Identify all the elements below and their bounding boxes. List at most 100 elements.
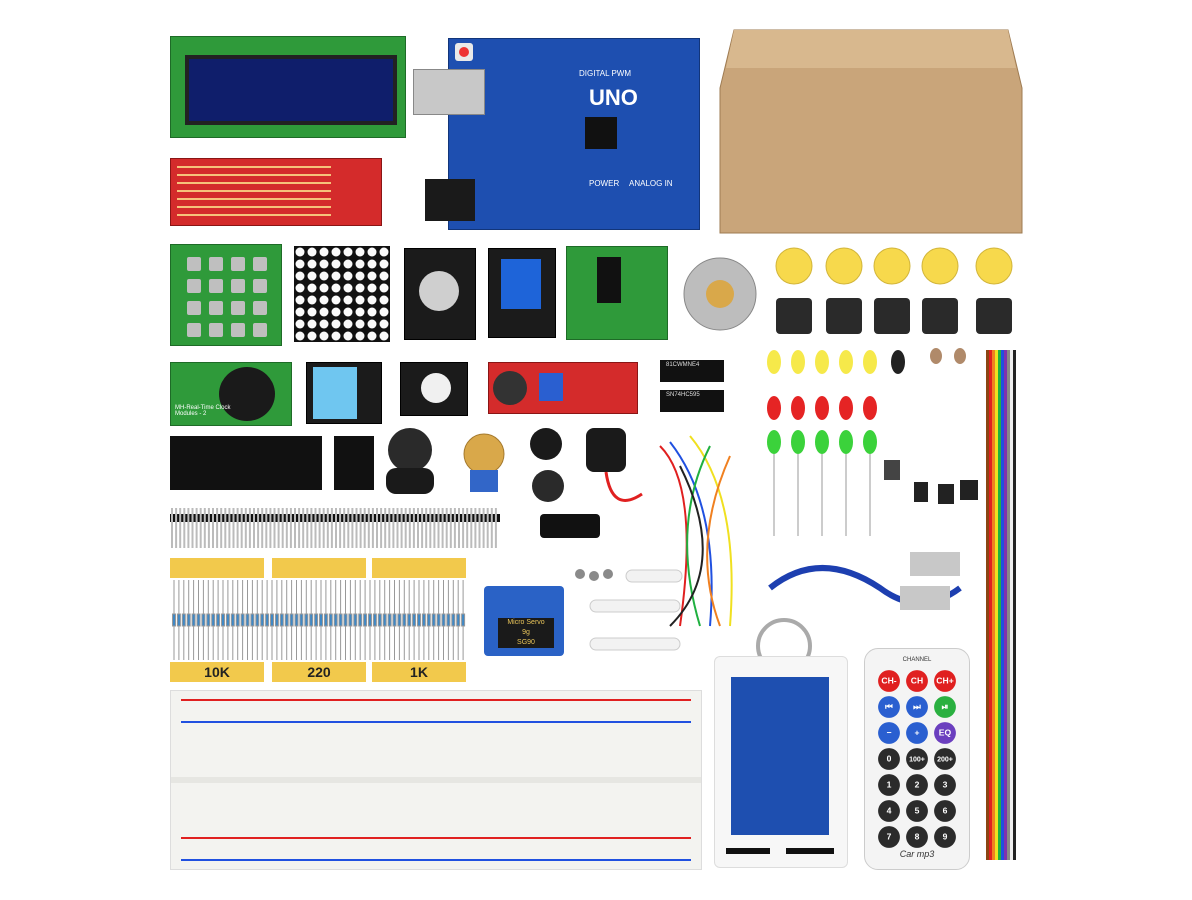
keypad-buttons bbox=[187, 257, 267, 337]
jumper-wire-ribbon bbox=[986, 350, 1020, 860]
joystick-module bbox=[404, 248, 476, 340]
resistor-strip-top-2 bbox=[272, 558, 366, 578]
remote-brand: Car mp3 bbox=[899, 849, 935, 859]
key-vol-minus[interactable]: − bbox=[878, 722, 900, 744]
water-sensor-traces bbox=[177, 166, 331, 216]
membrane-keypad bbox=[170, 244, 282, 346]
rfid-reader-pcb bbox=[731, 677, 829, 835]
key-eq[interactable]: EQ bbox=[934, 722, 956, 744]
resistor-bodies bbox=[172, 580, 466, 660]
rgb-led bbox=[421, 373, 451, 403]
key-ch[interactable]: CH bbox=[906, 670, 928, 692]
relay-block bbox=[501, 259, 541, 309]
driver-chip bbox=[597, 257, 621, 303]
key-200-plus[interactable]: 200+ bbox=[934, 748, 956, 770]
key-play-pause[interactable]: ⏯ bbox=[934, 696, 956, 718]
arduino-uno-board: UNO DIGITAL PWM POWER ANALOG IN bbox=[413, 38, 700, 230]
relay-module bbox=[488, 248, 556, 338]
servo-accessories bbox=[575, 569, 683, 651]
rfid-pin-headers bbox=[726, 848, 834, 854]
breadboard-rail-blue-bottom bbox=[181, 859, 691, 861]
micro-servo: Micro Servo 9g SG90 bbox=[478, 572, 570, 672]
rtc-label: MH-Real-Time Clock Modules - 2 bbox=[175, 405, 231, 417]
cardboard-box bbox=[719, 29, 1023, 234]
servo-label-line2: 9g bbox=[522, 629, 530, 636]
remote-header: CHANNEL bbox=[902, 657, 932, 663]
key-100-plus[interactable]: 100+ bbox=[906, 748, 928, 770]
battery-clip bbox=[586, 428, 643, 502]
microcontroller-chip bbox=[585, 117, 617, 149]
ir-remote: CHANNEL CH- CH CH+ ⏮ ⏭ ⏯ − + EQ 0 100+ 2… bbox=[864, 648, 970, 870]
board-label: UNO bbox=[589, 85, 638, 110]
key-ch-plus[interactable]: CH+ bbox=[934, 670, 956, 692]
small-sensors bbox=[884, 460, 978, 504]
button-caps bbox=[775, 247, 1013, 285]
resistor-strip-top-1 bbox=[170, 558, 264, 578]
ic-chip-1: 81CWMNE4 bbox=[660, 360, 724, 382]
ic-chip-1-label: 81CWMNE4 bbox=[666, 362, 700, 368]
key-2[interactable]: 2 bbox=[906, 774, 928, 796]
rtc-module: MH-Real-Time Clock Modules - 2 bbox=[170, 362, 292, 426]
key-9[interactable]: 9 bbox=[934, 826, 956, 848]
dht11-grille bbox=[313, 367, 357, 419]
resistor-strip-top-3 bbox=[372, 558, 466, 578]
key-7[interactable]: 7 bbox=[878, 826, 900, 848]
tactile-switches bbox=[776, 298, 1012, 334]
digital-header-label: DIGITAL PWM bbox=[579, 69, 631, 78]
led-matrix-dots bbox=[295, 247, 389, 341]
key-8[interactable]: 8 bbox=[906, 826, 928, 848]
ir-led bbox=[891, 350, 905, 374]
ic-chip-2-label: SN74HC595 bbox=[666, 392, 700, 398]
ic-chip-2: SN74HC595 bbox=[660, 390, 724, 412]
usb-port bbox=[413, 69, 485, 115]
servo-label: Micro Servo 9g SG90 bbox=[498, 618, 554, 648]
buzzers bbox=[530, 428, 564, 502]
resistor-strip-220: 220 bbox=[272, 662, 366, 682]
key-4[interactable]: 4 bbox=[878, 800, 900, 822]
key-next[interactable]: ⏭ bbox=[906, 696, 928, 718]
barrel-jack-plug bbox=[540, 514, 600, 538]
reset-button bbox=[455, 43, 473, 61]
coin-battery-holder bbox=[219, 367, 275, 421]
key-6[interactable]: 6 bbox=[934, 800, 956, 822]
breadboard bbox=[170, 690, 702, 870]
key-prev[interactable]: ⏮ bbox=[878, 696, 900, 718]
key-3[interactable]: 3 bbox=[934, 774, 956, 796]
key-vol-plus[interactable]: + bbox=[906, 722, 928, 744]
joystick-knob bbox=[419, 271, 459, 311]
single-digit-display bbox=[334, 436, 374, 490]
tactile-switches-row bbox=[774, 294, 1034, 338]
lcd-module bbox=[170, 36, 406, 138]
pin-header-strip bbox=[170, 508, 500, 548]
dht11-sensor bbox=[306, 362, 382, 424]
yellow-leds bbox=[767, 350, 877, 374]
sound-sensor-module bbox=[488, 362, 638, 414]
power-label: POWER bbox=[589, 179, 620, 188]
usb-cable bbox=[768, 552, 962, 610]
resistor-strip-1k: 1K bbox=[372, 662, 466, 682]
breadboard-rail-red-bottom bbox=[181, 837, 691, 839]
ribbon-wires bbox=[986, 350, 1016, 860]
led-matrix bbox=[294, 246, 390, 342]
key-0[interactable]: 0 bbox=[878, 748, 900, 770]
button-caps-row bbox=[774, 246, 1034, 286]
lcd-screen bbox=[185, 55, 397, 125]
key-1[interactable]: 1 bbox=[878, 774, 900, 796]
green-leds bbox=[767, 430, 877, 454]
remote-keypad[interactable]: CH- CH CH+ ⏮ ⏭ ⏯ − + EQ 0 100+ 200+ 1 2 … bbox=[875, 667, 959, 848]
potentiometer-blue bbox=[539, 373, 563, 401]
jumper-wires-bundle bbox=[659, 435, 733, 627]
stepper-motor bbox=[683, 257, 757, 331]
pin-headers bbox=[170, 508, 500, 548]
led-assortment bbox=[767, 348, 966, 536]
rgb-led-module bbox=[400, 362, 468, 416]
microphone bbox=[493, 371, 527, 405]
joystick-cap bbox=[386, 428, 434, 494]
key-ch-minus[interactable]: CH- bbox=[878, 670, 900, 692]
servo-label-line3: SG90 bbox=[517, 639, 535, 646]
red-leds bbox=[767, 396, 877, 420]
key-5[interactable]: 5 bbox=[906, 800, 928, 822]
potentiometer bbox=[463, 433, 505, 492]
stepper-driver-board bbox=[566, 246, 668, 340]
water-sensor bbox=[170, 158, 382, 226]
